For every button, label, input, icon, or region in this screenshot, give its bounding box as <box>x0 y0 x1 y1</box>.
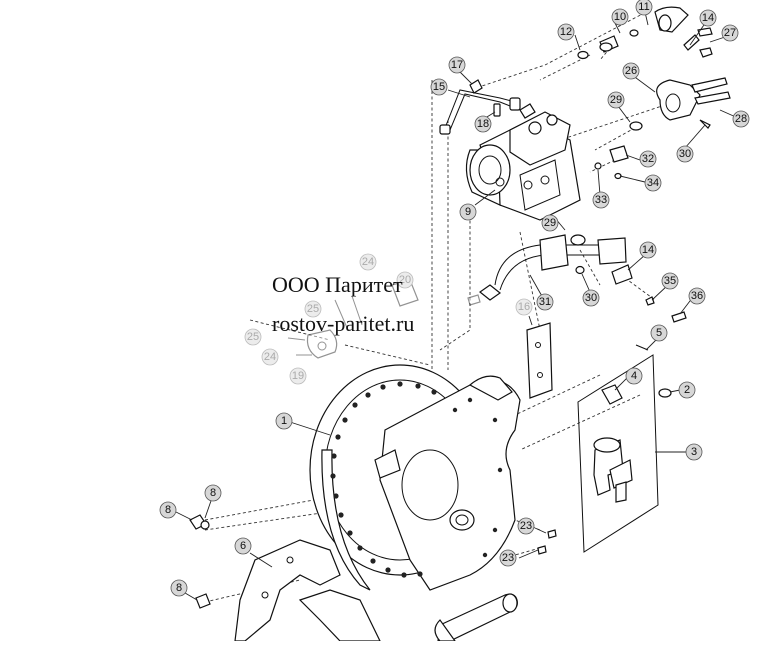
callout-label: 14 <box>702 12 714 24</box>
callout-6: 6 <box>234 537 252 555</box>
callout-2: 2 <box>678 381 696 399</box>
callout-32: 32 <box>639 150 657 168</box>
callout-30b: 30 <box>582 289 600 307</box>
watermark-site: rostov-paritet.ru <box>272 311 415 336</box>
hydraulic-motor <box>465 103 581 221</box>
callout-label: 9 <box>465 206 471 218</box>
callout-label: 8 <box>176 582 182 594</box>
callout-label: 30 <box>679 148 691 160</box>
callout-4: 4 <box>625 367 643 385</box>
callout-label: 14 <box>642 244 654 256</box>
callout-25a: 25 <box>304 300 322 318</box>
callout-24a: 24 <box>359 253 377 271</box>
hose-assembly <box>478 234 633 301</box>
callout-label: 35 <box>664 275 676 287</box>
callout-label: 18 <box>477 118 489 130</box>
callout-label: 10 <box>614 11 626 23</box>
callout-17: 17 <box>448 56 466 74</box>
callout-label: 16 <box>518 301 530 313</box>
faded-parts <box>287 279 481 359</box>
callout-1: 1 <box>275 412 293 430</box>
callout-label: 23 <box>502 552 514 564</box>
top-fittings <box>577 6 731 180</box>
callout-16: 16 <box>515 298 533 316</box>
callout-label: 12 <box>560 26 572 38</box>
callout-5: 5 <box>650 324 668 342</box>
callout-label: 36 <box>691 290 703 302</box>
callout-18: 18 <box>474 115 492 133</box>
callout-label: 29 <box>610 94 622 106</box>
callout-30a: 30 <box>676 145 694 163</box>
callout-label: 19 <box>292 370 304 382</box>
callout-label: 4 <box>631 370 637 382</box>
callout-label: 28 <box>735 113 747 125</box>
callout-label: 17 <box>451 59 463 71</box>
callout-15: 15 <box>430 78 448 96</box>
callout-31: 31 <box>536 293 554 311</box>
callout-label: 24 <box>264 351 276 363</box>
callout-25b: 25 <box>244 328 262 346</box>
callout-29a: 29 <box>607 91 625 109</box>
callout-28: 28 <box>732 110 750 128</box>
callout-14a: 14 <box>699 9 717 27</box>
callout-36: 36 <box>688 287 706 305</box>
callout-label: 8 <box>165 504 171 516</box>
callout-label: 27 <box>724 27 736 39</box>
callout-label: 32 <box>642 153 654 165</box>
callout-10: 10 <box>611 8 629 26</box>
callout-label: 25 <box>247 331 259 343</box>
side-plate <box>526 322 553 399</box>
callout-label: 6 <box>240 540 246 552</box>
callout-34: 34 <box>644 174 662 192</box>
callout-label: 2 <box>684 384 690 396</box>
callout-27: 27 <box>721 24 739 42</box>
callout-11: 11 <box>635 0 653 16</box>
callout-label: 5 <box>656 327 662 339</box>
callout-12: 12 <box>557 23 575 41</box>
callout-3: 3 <box>685 443 703 461</box>
callout-26: 26 <box>622 62 640 80</box>
callout-label: 29 <box>544 217 556 229</box>
callout-label: 31 <box>539 296 551 308</box>
watermark-company: ООО Паритет <box>272 272 403 297</box>
callout-label: 11 <box>638 1 649 13</box>
bottom-pin <box>434 593 518 642</box>
callout-33: 33 <box>592 191 610 209</box>
callout-23a: 23 <box>517 517 535 535</box>
drive-housing <box>309 364 521 591</box>
callout-19: 19 <box>289 367 307 385</box>
callout-label: 23 <box>520 520 532 532</box>
leader-lines <box>175 11 739 601</box>
callout-label: 33 <box>595 194 607 206</box>
callout-35: 35 <box>661 272 679 290</box>
callout-label: 24 <box>362 256 374 268</box>
callout-23b: 23 <box>499 549 517 567</box>
hydraulic-tube-top <box>439 79 521 135</box>
callout-14b: 14 <box>639 241 657 259</box>
callout-29b: 29 <box>541 214 559 232</box>
callout-label: 25 <box>307 303 319 315</box>
valve-group <box>577 344 672 553</box>
callout-8b: 8 <box>204 484 222 502</box>
callout-24b: 24 <box>261 348 279 366</box>
callout-label: 30 <box>585 292 597 304</box>
small-fasteners <box>189 27 713 609</box>
callout-8a: 8 <box>159 501 177 519</box>
callout-8c: 8 <box>170 579 188 597</box>
callout-9: 9 <box>459 203 477 221</box>
callout-label: 20 <box>399 274 411 286</box>
callout-label: 1 <box>281 415 287 427</box>
callout-label: 8 <box>210 487 216 499</box>
callout-label: 26 <box>625 65 637 77</box>
callout-label: 15 <box>433 81 445 93</box>
callout-20: 20 <box>396 271 414 289</box>
callout-label: 3 <box>691 446 697 458</box>
callout-label: 34 <box>647 177 659 189</box>
